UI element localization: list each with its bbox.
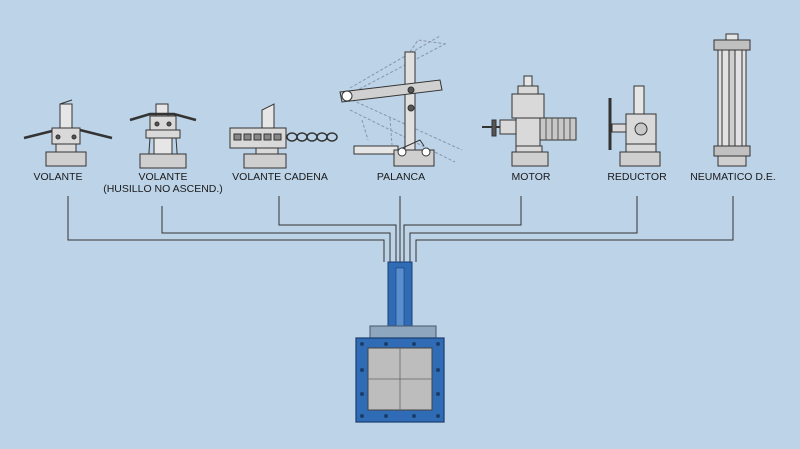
palanca-illustration	[339, 35, 463, 167]
label-volante-husillo-text: VOLANTE	[138, 171, 188, 183]
label-motor: MOTOR	[512, 171, 551, 183]
label-volante-cadena: VOLANTE CADENA	[232, 171, 328, 183]
reductor-illustration	[608, 85, 661, 167]
label-volante-husillo: VOLANTE (HUSILLO NO ASCEND.)	[103, 171, 223, 195]
volante-cadena-illustration	[229, 103, 338, 169]
label-neumatico: NEUMATICO D.E.	[690, 171, 776, 183]
label-volante-cadena-text: VOLANTE CADENA	[232, 171, 328, 183]
motor-illustration	[482, 75, 577, 167]
label-motor-text: MOTOR	[511, 171, 551, 183]
connector-lines	[67, 196, 734, 262]
connector-volante-husillo	[161, 206, 391, 262]
neumatico-illustration	[713, 33, 751, 167]
connector-reductor	[409, 196, 638, 262]
label-volante-husillo-subtext: (HUSILLO NO ASCEND.)	[103, 183, 223, 195]
label-neumatico-text: NEUMATICO D.E.	[690, 171, 776, 183]
connector-volante-cadena	[278, 196, 397, 262]
knife-gate-valve	[355, 261, 445, 423]
label-palanca: PALANCA	[377, 171, 425, 183]
label-reductor: REDUCTOR	[607, 171, 666, 183]
connector-motor	[403, 196, 522, 262]
connector-neumatico	[415, 196, 734, 262]
label-palanca-text: PALANCA	[376, 171, 426, 183]
connector-volante	[67, 196, 385, 262]
label-volante-text: VOLANTE	[33, 171, 83, 183]
volante-husillo-illustration	[129, 103, 197, 169]
label-reductor-text: REDUCTOR	[607, 171, 667, 183]
label-volante: VOLANTE	[33, 171, 82, 183]
volante-illustration	[23, 99, 113, 167]
